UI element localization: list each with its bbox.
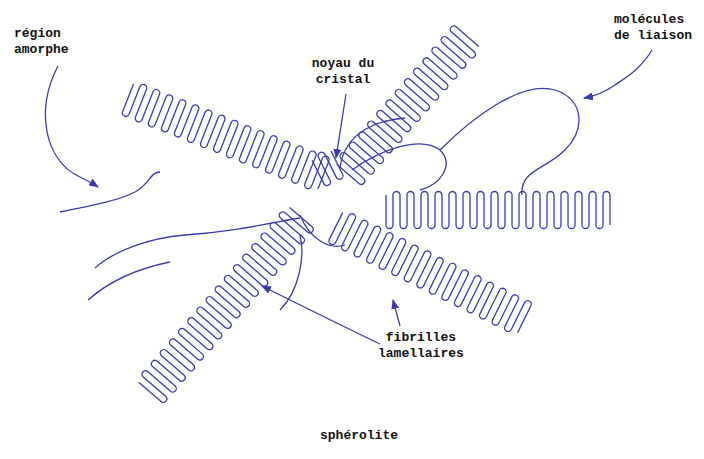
folded-chain-lamella xyxy=(386,192,610,229)
caption: sphérolite xyxy=(0,428,704,444)
tie-molecules xyxy=(60,88,579,310)
folded-chain-lamella xyxy=(337,26,479,184)
folded-chain-lamella xyxy=(312,151,343,186)
tie-molecules-label: molécules de liaison xyxy=(614,12,692,44)
crystal-nucleus-label: noyau du cristal xyxy=(304,56,382,88)
amorphous-region-label: région amorphe xyxy=(14,26,69,58)
leader-lines xyxy=(46,50,652,344)
lamellar-fibrils xyxy=(122,26,610,402)
folded-chain-lamella xyxy=(139,207,314,402)
folded-chain-lamella xyxy=(329,213,531,333)
lamellar-fibrils-label: fibrilles lamellaires xyxy=(378,330,464,362)
folded-chain-lamella xyxy=(122,84,329,189)
